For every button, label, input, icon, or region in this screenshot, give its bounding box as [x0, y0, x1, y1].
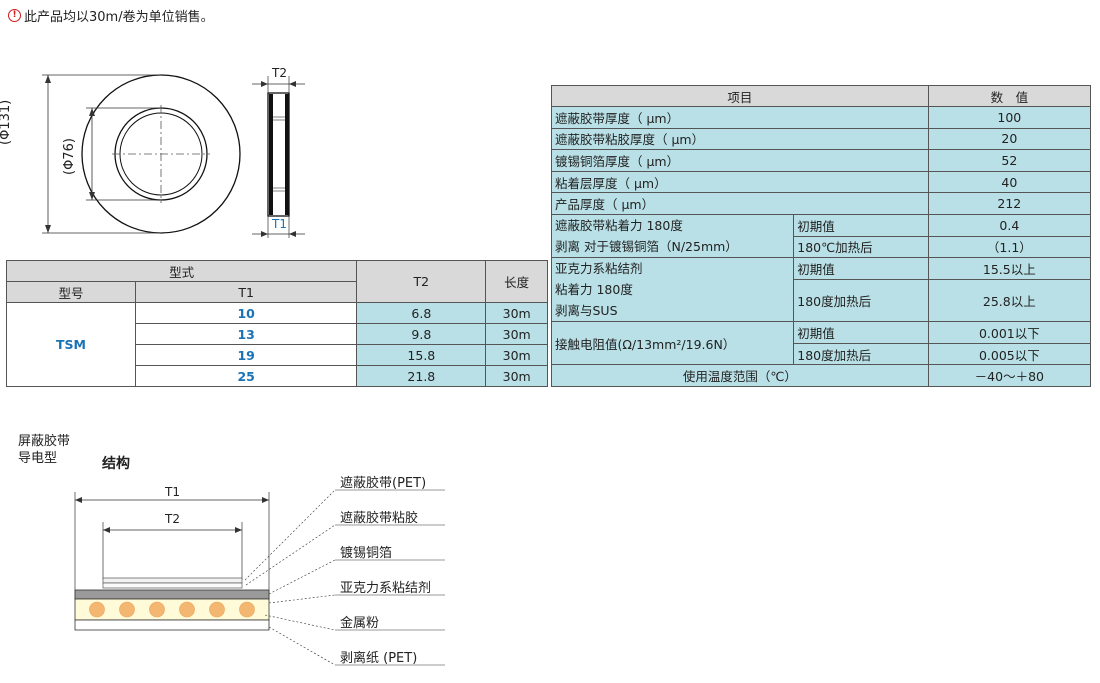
t1-cell[interactable]: 10 — [134, 302, 358, 324]
t2-cell: 15.8 — [356, 344, 487, 366]
header-item: 项目 — [551, 85, 929, 107]
value-cell: 100 — [927, 106, 1092, 129]
value-cell: 0.001以下 — [927, 321, 1092, 344]
condition-cell: 180度加热后 — [793, 342, 929, 366]
value-cell: 20 — [927, 127, 1092, 151]
header-type-group: 型式 — [5, 260, 358, 282]
acrylic-line3: 剥离与SUS — [555, 303, 618, 319]
adhesion-line1: 遮蔽胶带粘着力 180度 — [555, 218, 683, 234]
type-line2: 导电型 — [18, 451, 58, 466]
condition-cell: 180度加热后 — [793, 279, 929, 323]
table-row: 粘着层厚度（ μm） 40 — [551, 170, 1092, 194]
layer-label-adhesive: 遮蔽胶带粘胶 — [340, 511, 419, 526]
header-model: 型号 — [6, 281, 136, 303]
condition-cell: 初期值 — [793, 257, 929, 281]
structure-t1-label: T1 — [165, 485, 180, 499]
table-row: 遮蔽胶带粘胶厚度（ μm） 20 — [551, 127, 1092, 151]
adhesion-line2: 剥离 对于镀锡铜箔（N/25mm） — [555, 239, 738, 255]
length-cell: 30m — [485, 302, 548, 324]
acrylic-label: 亚克力系粘结剂 粘着力 180度 剥离与SUS — [550, 257, 795, 323]
length-cell: 30m — [485, 365, 548, 387]
table-row: TSM 10 6.8 30m — [6, 302, 548, 387]
layer-label-metal: 金属粉 — [340, 616, 380, 631]
condition-cell: 初期值 — [793, 321, 929, 344]
t2-cell: 9.8 — [356, 323, 487, 345]
layer-label-copper: 镀锡铜箔 — [340, 546, 393, 561]
resistance-label: 接触电阻值(Ω/13mm²/19.6N） — [550, 321, 795, 366]
value-cell: 25.8以上 — [927, 279, 1092, 323]
header-length: 长度 — [485, 260, 548, 303]
header-t2: T2 — [356, 260, 487, 303]
table-row: 180℃加热后 （1.1） — [552, 235, 1092, 259]
length-cell: 30m — [485, 323, 548, 345]
length-cell: 30m — [485, 344, 548, 366]
table-row: 180度加热后 25.8以上 — [552, 279, 1092, 323]
acrylic-line2: 粘着力 180度 — [555, 282, 633, 298]
structure-t2-label: T2 — [165, 512, 180, 526]
t1-cell[interactable]: 25 — [134, 365, 358, 387]
table-row: 亚克力系粘结剂 粘着力 180度 剥离与SUS 初期值 15.5以上 — [550, 257, 1092, 323]
table-row: 遮蔽胶带厚度（ μm） 100 — [551, 106, 1092, 129]
structure-title: 结构 — [102, 456, 130, 472]
table-row: 25 21.8 30m — [7, 365, 548, 387]
value-cell: 52 — [927, 149, 1092, 172]
table-row: 180度加热后 0.005以下 — [552, 342, 1092, 366]
condition-cell: 初期值 — [793, 213, 929, 237]
t1-dimension-label: T1 — [272, 217, 287, 231]
item-cell: 镀锡铜箔厚度（ μm） — [551, 149, 929, 172]
value-cell: （1.1） — [927, 235, 1092, 259]
outer-diameter-label: (Φ131) — [0, 99, 13, 145]
table-row: 19 15.8 30m — [7, 344, 548, 366]
layer-label-release: 剥离纸 (PET) — [340, 651, 418, 666]
temp-value: －40～＋80 — [927, 364, 1092, 387]
value-cell: 0.4 — [927, 213, 1092, 237]
notice: ! 此产品均以30m/卷为单位销售。 — [8, 6, 214, 25]
t1-cell[interactable]: 19 — [134, 344, 358, 366]
layer-label-acrylic: 亚克力系粘结剂 — [340, 581, 432, 596]
acrylic-line1: 亚克力系粘结剂 — [555, 261, 643, 277]
value-cell: 212 — [927, 192, 1092, 215]
item-cell: 产品厚度（ μm） — [551, 192, 929, 215]
item-cell: 遮蔽胶带厚度（ μm） — [551, 106, 929, 129]
table-row: 使用温度范围（℃） －40～＋80 — [551, 364, 1092, 387]
condition-cell: 180℃加热后 — [793, 235, 929, 259]
inner-diameter-label: (Φ76) — [62, 138, 77, 175]
spec-table: 项目 数 值 遮蔽胶带厚度（ μm） 100 遮蔽胶带粘胶厚度（ μm） 20 … — [550, 85, 1092, 387]
header-value: 数 值 — [927, 85, 1092, 107]
warning-icon: ! — [8, 9, 21, 22]
temp-label: 使用温度范围（℃） — [551, 364, 929, 387]
table-row: 接触电阻值(Ω/13mm²/19.6N） 初期值 0.001以下 — [550, 321, 1092, 366]
model-code: TSM — [6, 302, 136, 387]
item-cell: 粘着层厚度（ μm） — [551, 170, 929, 194]
table-row: 产品厚度（ μm） 212 — [551, 192, 1092, 215]
structure-diagram — [74, 489, 445, 666]
table-row: 镀锡铜箔厚度（ μm） 52 — [551, 149, 1092, 172]
t2-dimension-label: T2 — [272, 66, 287, 80]
notice-text: 此产品均以30m/卷为单位销售。 — [24, 10, 214, 25]
value-cell: 0.005以下 — [927, 342, 1092, 366]
table-row: 遮蔽胶带粘着力 180度 剥离 对于镀锡铜箔（N/25mm） 初期值 0.4 — [550, 213, 1092, 259]
adhesion-label: 遮蔽胶带粘着力 180度 剥离 对于镀锡铜箔（N/25mm） — [550, 213, 795, 259]
type-line1: 屏蔽胶带 — [18, 434, 71, 449]
value-cell: 15.5以上 — [927, 257, 1092, 281]
item-cell: 遮蔽胶带粘胶厚度（ μm） — [551, 127, 929, 151]
product-type: 屏蔽胶带 导电型 — [18, 433, 70, 467]
t1-cell[interactable]: 13 — [134, 323, 358, 345]
header-t1: T1 — [134, 281, 358, 303]
value-cell: 40 — [927, 170, 1092, 194]
roll-drawing — [42, 74, 305, 238]
t2-cell: 21.8 — [356, 365, 487, 387]
model-table: 型式 T2 长度 型号 T1 TSM 10 6.8 30m 13 9.8 30m… — [5, 260, 548, 387]
layer-label-pet: 遮蔽胶带(PET) — [340, 476, 427, 491]
t2-cell: 6.8 — [356, 302, 487, 324]
